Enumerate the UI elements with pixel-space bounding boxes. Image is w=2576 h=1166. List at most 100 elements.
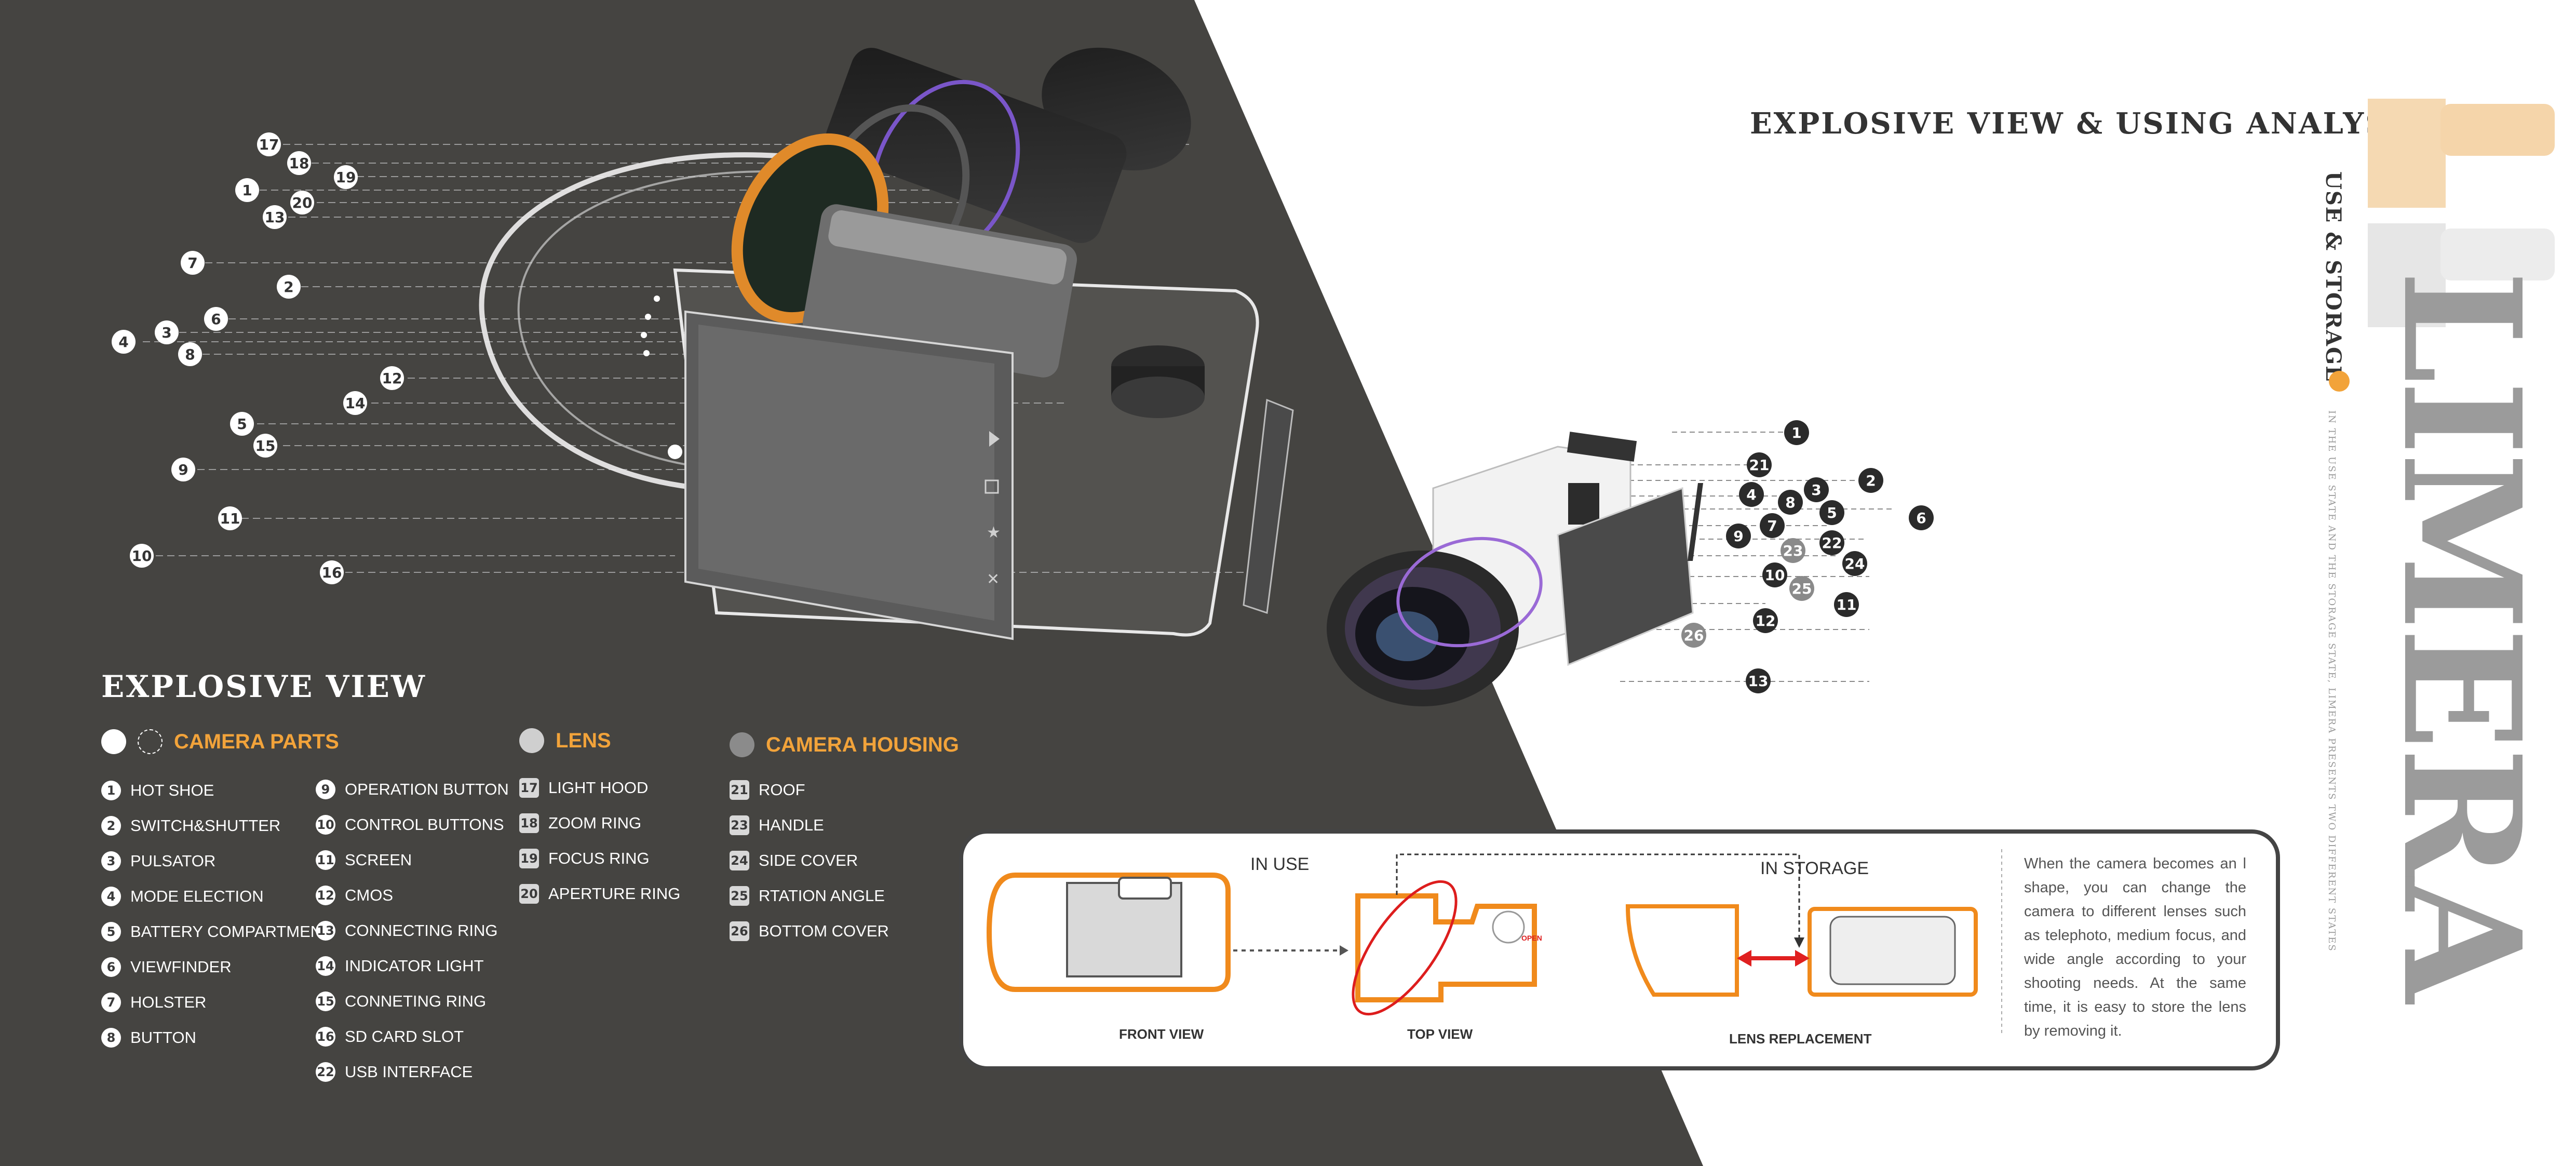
main-title: EXPLOSIVE VIEW & USING ANALYSIS [1750, 106, 2426, 141]
top-view-label: TOP VIEW [1407, 1026, 1473, 1042]
storage-sketch [1625, 904, 1978, 997]
callout-right-23: 23 [1781, 538, 1805, 563]
callout-right-26: 26 [1681, 623, 1706, 648]
lens-heading: LENS [556, 729, 611, 752]
callout-left-10: 10 [130, 544, 154, 568]
callout-left-12: 12 [380, 366, 404, 390]
legend-housing-header: CAMERA HOUSING [730, 729, 959, 760]
legend-camera-parts-header: CAMERA PARTS [101, 726, 339, 757]
callout-right-9: 9 [1726, 524, 1751, 548]
in-use-label: IN USE [1250, 854, 1310, 874]
callout-left-8: 8 [178, 342, 202, 366]
callout-left-7: 7 [181, 251, 205, 275]
camera-parts-heading: CAMERA PARTS [174, 730, 339, 753]
filled-circle-icon [101, 729, 126, 754]
callout-right-11: 11 [1834, 592, 1859, 617]
callout-left-20: 20 [290, 191, 314, 215]
callout-left-13: 13 [263, 205, 287, 229]
callout-right-7: 7 [1760, 513, 1785, 538]
callout-right-8: 8 [1778, 490, 1803, 515]
top-view-sketch [1352, 880, 1537, 1016]
callout-left-4: 4 [112, 330, 136, 354]
callout-left-18: 18 [287, 151, 311, 175]
front-view-sketch [986, 873, 1231, 992]
lens-replacement-label: LENS REPLACEMENT [1729, 1031, 1872, 1047]
callout-right-24: 24 [1842, 551, 1867, 576]
callout-right-25: 25 [1789, 576, 1814, 601]
orange-dot-icon [2329, 371, 2350, 392]
dark-grey-circle-icon [730, 732, 754, 757]
callout-left-3: 3 [155, 320, 179, 344]
front-view-label: FRONT VIEW [1119, 1026, 1204, 1042]
callout-right-1: 1 [1784, 420, 1809, 445]
callout-left-15: 15 [253, 434, 277, 458]
tagline: IN THE USE STATE AND THE STORAGE STATE, … [2326, 410, 2337, 952]
callout-left-6: 6 [204, 307, 228, 331]
callout-left-1: 1 [235, 178, 259, 202]
callout-right-4: 4 [1739, 482, 1764, 507]
callout-right-13: 13 [1746, 668, 1771, 693]
callout-right-3: 3 [1804, 477, 1829, 502]
callout-right-22: 22 [1819, 530, 1844, 555]
callout-left-9: 9 [171, 458, 195, 481]
legend-lens-header: LENS [519, 725, 611, 756]
callout-right-5: 5 [1819, 500, 1844, 525]
exploded-camera-illustration: ★ ✕ [143, 47, 1294, 640]
grey-circle-icon [519, 728, 544, 753]
callout-left-11: 11 [218, 506, 242, 530]
usage-description: When the camera becomes an l shape, you … [2024, 855, 2246, 1039]
svg-text:✕: ✕ [987, 570, 1000, 588]
section-title: EXPLOSIVE VIEW [101, 669, 427, 704]
callout-left-5: 5 [230, 412, 254, 436]
right-camera-illustration [1327, 432, 1895, 706]
callout-left-2: 2 [277, 275, 301, 299]
in-storage-label: IN STORAGE [1760, 859, 1869, 878]
dashed-circle-icon [138, 729, 163, 754]
svg-text:★: ★ [987, 524, 1001, 542]
callout-right-12: 12 [1753, 608, 1778, 633]
callout-left-14: 14 [343, 391, 367, 415]
callout-left-17: 17 [257, 132, 281, 156]
usage-panel-frame [959, 829, 2280, 1070]
brand-wordmark: LIMERA [2367, 270, 2556, 1000]
usage-thumbnails [2368, 99, 2555, 327]
callout-left-16: 16 [320, 560, 344, 584]
use-storage-subtitle: USE & STORAGE [2321, 171, 2345, 383]
callout-right-21: 21 [1747, 452, 1772, 477]
callout-right-2: 2 [1858, 468, 1883, 493]
callout-left-19: 19 [334, 165, 358, 189]
callout-right-10: 10 [1762, 562, 1787, 587]
housing-heading: CAMERA HOUSING [766, 733, 959, 756]
